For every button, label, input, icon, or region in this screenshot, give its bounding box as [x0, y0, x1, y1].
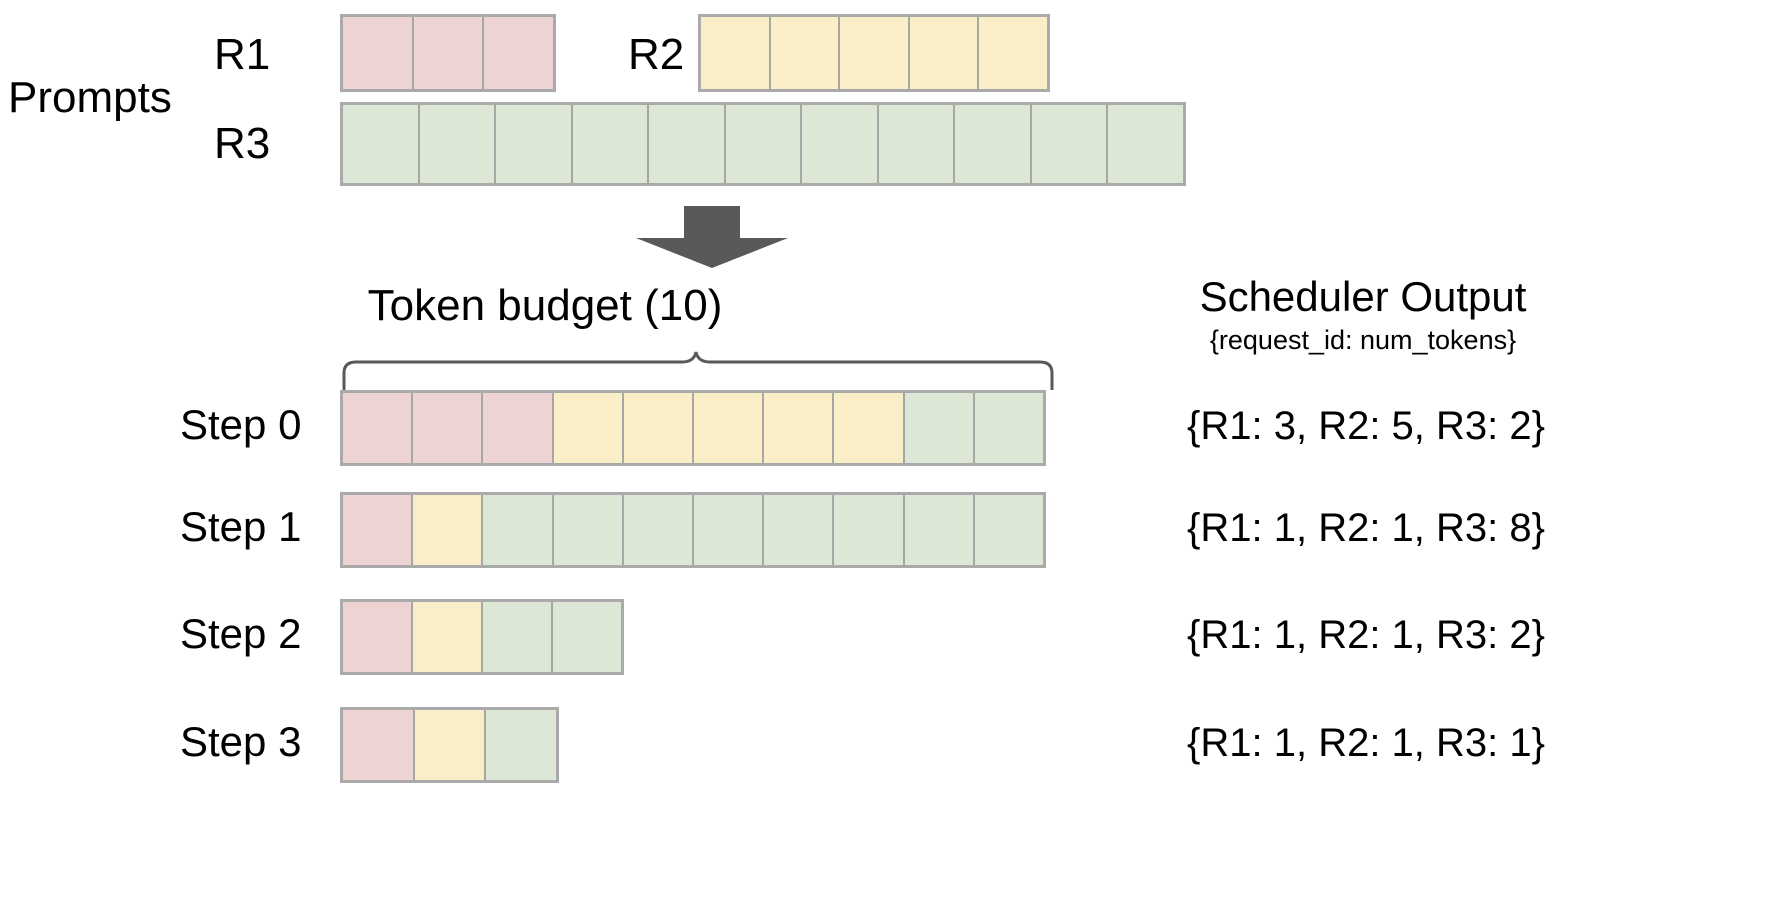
- token-cell-r3: [974, 393, 1044, 463]
- prompt-bar-r3: [340, 102, 1186, 186]
- token-cell-r1: [483, 393, 554, 463]
- token-cell-r2: [770, 17, 841, 89]
- token-cell-r3: [974, 495, 1044, 565]
- token-cell-r2: [413, 602, 483, 672]
- token-cell-r2: [840, 17, 910, 89]
- prompt-bar-r2: [698, 14, 1050, 92]
- request-label-r3: R3: [214, 119, 271, 168]
- token-cell-r3: [1108, 105, 1184, 183]
- token-cell-r3: [483, 602, 553, 672]
- token-cell-r3: [904, 495, 975, 565]
- step-label-0: Step 0: [180, 401, 302, 448]
- token-cell-r2: [909, 17, 980, 89]
- token-cell-r3: [904, 393, 975, 463]
- step-bar-0: [340, 390, 1046, 466]
- token-cell-r3: [419, 105, 497, 183]
- token-cell-r2: [623, 393, 695, 463]
- token-cell-r2: [553, 393, 624, 463]
- token-cell-r2: [413, 495, 484, 565]
- token-cell-r3: [802, 105, 879, 183]
- token-cell-r3: [955, 105, 1032, 183]
- token-cell-r2: [764, 393, 835, 463]
- token-budget-label: Token budget (10): [367, 281, 723, 330]
- step-bar-3: [340, 707, 559, 783]
- token-cell-r3: [725, 105, 803, 183]
- token-cell-r3: [878, 105, 956, 183]
- token-cell-r1: [484, 17, 554, 89]
- scheduler-output-title: Scheduler Output: [1199, 273, 1527, 320]
- token-cell-r2: [834, 393, 905, 463]
- token-cell-r1: [343, 495, 414, 565]
- step-bar-1: [340, 492, 1046, 568]
- prompts-section-label: Prompts: [8, 73, 172, 122]
- prompt-bar-r1: [340, 14, 556, 92]
- step-label-1: Step 1: [180, 503, 302, 550]
- scheduler-output-row-3: {R1: 1, R2: 1, R3: 1}: [1187, 721, 1545, 765]
- token-cell-r2: [414, 710, 487, 780]
- token-cell-r2: [979, 17, 1047, 89]
- token-cell-r1: [413, 17, 485, 89]
- scheduler-output-row-2: {R1: 1, R2: 1, R3: 2}: [1187, 613, 1545, 657]
- request-label-r1: R1: [214, 30, 271, 79]
- token-cell-r1: [343, 393, 414, 463]
- token-cell-r3: [623, 495, 695, 565]
- token-cell-r3: [343, 105, 420, 183]
- token-cell-r1: [343, 710, 415, 780]
- token-cell-r2: [694, 393, 765, 463]
- token-cell-r1: [343, 602, 413, 672]
- request-label-r2: R2: [628, 30, 685, 79]
- down-arrow-icon: [632, 206, 792, 268]
- scheduler-output-row-1: {R1: 1, R2: 1, R3: 8}: [1187, 506, 1545, 550]
- token-cell-r3: [764, 495, 835, 565]
- token-cell-r1: [343, 17, 414, 89]
- token-cell-r3: [496, 105, 573, 183]
- token-budget-brace: [340, 348, 1056, 391]
- scheduler-output-row-0: {R1: 3, R2: 5, R3: 2}: [1187, 404, 1545, 448]
- token-cell-r3: [483, 495, 554, 565]
- token-cell-r2: [701, 17, 771, 89]
- token-cell-r3: [486, 710, 557, 780]
- step-bar-2: [340, 599, 624, 675]
- token-cell-r3: [694, 495, 765, 565]
- token-cell-r1: [413, 393, 484, 463]
- token-cell-r3: [553, 495, 624, 565]
- step-label-3: Step 3: [180, 718, 302, 765]
- token-cell-r3: [553, 602, 621, 672]
- token-cell-r3: [649, 105, 726, 183]
- token-cell-r3: [834, 495, 905, 565]
- token-cell-r3: [1031, 105, 1109, 183]
- scheduler-output-subtitle: {request_id: num_tokens}: [1209, 325, 1517, 355]
- token-cell-r3: [572, 105, 650, 183]
- step-label-2: Step 2: [180, 610, 302, 657]
